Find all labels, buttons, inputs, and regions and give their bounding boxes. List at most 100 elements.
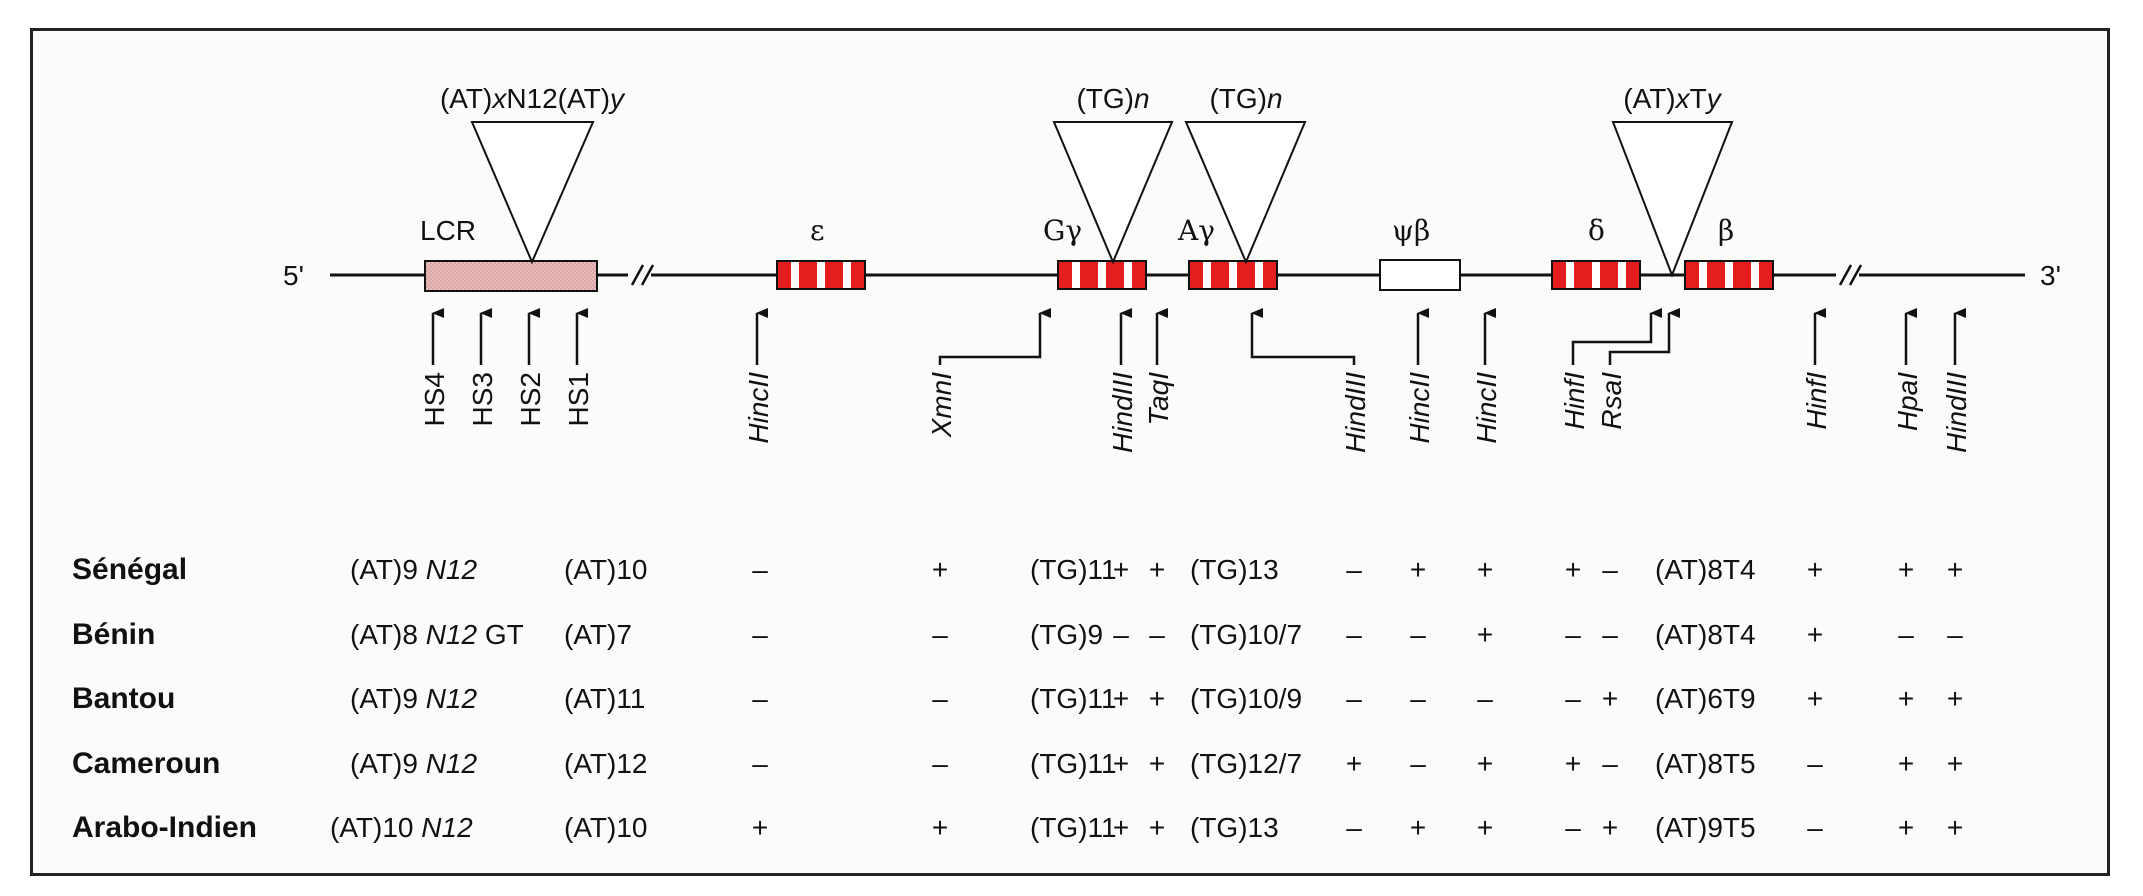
population-row: Bantou(AT)9 N12(AT)11––(TG)11++(TG)10/9–… bbox=[72, 682, 1963, 715]
intron bbox=[1255, 261, 1263, 289]
exon bbox=[777, 261, 791, 289]
g-gamma-repeat-label: (TG)n bbox=[1076, 83, 1149, 114]
intron bbox=[843, 261, 851, 289]
epsilon-gene bbox=[776, 260, 866, 290]
intron bbox=[1725, 261, 1733, 289]
hindiii-agamma-arrow bbox=[1250, 308, 1356, 365]
haplotype-cell: – bbox=[1947, 619, 1963, 650]
exon bbox=[1552, 261, 1566, 289]
exon bbox=[1733, 261, 1751, 289]
haplotype-cell: (TG)12/7 bbox=[1190, 748, 1302, 779]
intron bbox=[1699, 261, 1707, 289]
haplotype-cell: (TG)11 bbox=[1030, 683, 1117, 714]
haplotype-cell: + bbox=[1477, 619, 1493, 650]
break-mark bbox=[630, 264, 645, 286]
lcr-repeat-triangle bbox=[470, 121, 595, 265]
lcr-haplotype: (AT)8 N12 GT bbox=[350, 619, 524, 650]
intron bbox=[1229, 261, 1237, 289]
lcr-haplotype: (AT)9 N12 bbox=[350, 554, 477, 585]
xmni-label: XmnI bbox=[926, 372, 957, 439]
exon bbox=[1707, 261, 1725, 289]
intron bbox=[1124, 261, 1132, 289]
population-name: Cameroun bbox=[72, 747, 220, 780]
break-mark bbox=[640, 264, 655, 286]
delta-label: δ bbox=[1588, 214, 1605, 247]
haplotype-cell: + bbox=[1149, 748, 1165, 779]
exon bbox=[1132, 261, 1146, 289]
site-arrows bbox=[431, 308, 1966, 365]
delta-gene bbox=[1551, 260, 1641, 290]
gene-outline bbox=[1057, 260, 1147, 290]
intron bbox=[1566, 261, 1574, 289]
exon bbox=[1237, 261, 1255, 289]
haplotype-cell: – bbox=[932, 683, 948, 714]
haplotype-cell: + bbox=[1477, 748, 1493, 779]
haplotype-cell: + bbox=[1149, 812, 1165, 843]
population-row: Cameroun(AT)9 N12(AT)12––(TG)11++(TG)12/… bbox=[72, 747, 1963, 780]
hs3-label: HS3 bbox=[467, 372, 498, 426]
lcr-box bbox=[424, 260, 598, 292]
exon bbox=[1080, 261, 1098, 289]
hs2-label: HS2 bbox=[515, 372, 546, 426]
haplotype-cell: (AT)9T5 bbox=[1655, 812, 1756, 843]
a-gamma-repeat-triangle bbox=[1184, 121, 1307, 265]
haplotype-cell: + bbox=[1149, 683, 1165, 714]
haplotype-cell: (TG)13 bbox=[1190, 812, 1279, 843]
haplotype-cell: – bbox=[1149, 619, 1165, 650]
haplotype-cell: – bbox=[1807, 812, 1823, 843]
haplotype-cell: + bbox=[1602, 812, 1618, 843]
hinfi-3-label: HinfI bbox=[1801, 372, 1832, 430]
haplotype-cell: – bbox=[1565, 619, 1581, 650]
lcr-second-repeat: (AT)10 bbox=[564, 812, 648, 843]
haplotype-cell: – bbox=[1410, 683, 1426, 714]
haplotype-cell: + bbox=[1947, 748, 1963, 779]
exon bbox=[1263, 261, 1277, 289]
haplotype-cell: + bbox=[932, 554, 948, 585]
exon bbox=[799, 261, 817, 289]
beta-repeat-triangle bbox=[1611, 121, 1734, 278]
gene-outline bbox=[776, 260, 866, 290]
haplotype-cell: – bbox=[1477, 683, 1493, 714]
haplotype-cell: (TG)11 bbox=[1030, 812, 1117, 843]
haplotype-cell: (AT)8T4 bbox=[1655, 619, 1756, 650]
haplotype-cell: – bbox=[1898, 619, 1914, 650]
haplotype-cell: (TG)9 bbox=[1030, 619, 1103, 650]
break-mark bbox=[1838, 264, 1853, 286]
haplotype-cell: – bbox=[1602, 748, 1618, 779]
lcr-second-repeat: (AT)12 bbox=[564, 748, 648, 779]
haplotype-cell: – bbox=[1410, 619, 1426, 650]
haplotype-cell: + bbox=[932, 812, 948, 843]
haplotype-cell: + bbox=[1149, 554, 1165, 585]
break-mark bbox=[1848, 264, 1863, 286]
haplotype-cell: – bbox=[1346, 619, 1362, 650]
haplotype-cell: – bbox=[752, 554, 768, 585]
lcr-second-repeat: (AT)10 bbox=[564, 554, 648, 585]
haplotype-cell: + bbox=[1602, 683, 1618, 714]
figure-frame bbox=[30, 28, 2110, 876]
haplotype-cell: + bbox=[1898, 554, 1914, 585]
hinfi-delta-label: HinfI bbox=[1559, 372, 1590, 430]
hs1-label: HS1 bbox=[563, 372, 594, 426]
haplotype-cell: + bbox=[1113, 554, 1129, 585]
g-gamma-repeat-triangle bbox=[1052, 121, 1174, 265]
intron bbox=[1072, 261, 1080, 289]
exon bbox=[1058, 261, 1072, 289]
exon bbox=[1189, 261, 1203, 289]
haplotype-cell: – bbox=[1807, 748, 1823, 779]
hinfi-delta-arrow bbox=[1571, 308, 1662, 365]
exon bbox=[1626, 261, 1640, 289]
population-name: Bantou bbox=[72, 682, 175, 715]
g-gamma-label: Gγ bbox=[1043, 214, 1082, 247]
haplotype-cell: + bbox=[1410, 812, 1426, 843]
haplotype-cell: – bbox=[752, 748, 768, 779]
rsai-arrow bbox=[1608, 308, 1680, 365]
intron bbox=[791, 261, 799, 289]
rsai-label: RsaI bbox=[1596, 372, 1627, 430]
haplotype-cell: (AT)6T9 bbox=[1655, 683, 1756, 714]
exon bbox=[1685, 261, 1699, 289]
haplotype-cell: – bbox=[1602, 554, 1618, 585]
haplotype-cell: – bbox=[1113, 619, 1129, 650]
lcr-haplotype: (AT)9 N12 bbox=[350, 748, 477, 779]
lcr-label: LCR bbox=[420, 215, 476, 246]
exon bbox=[1600, 261, 1618, 289]
